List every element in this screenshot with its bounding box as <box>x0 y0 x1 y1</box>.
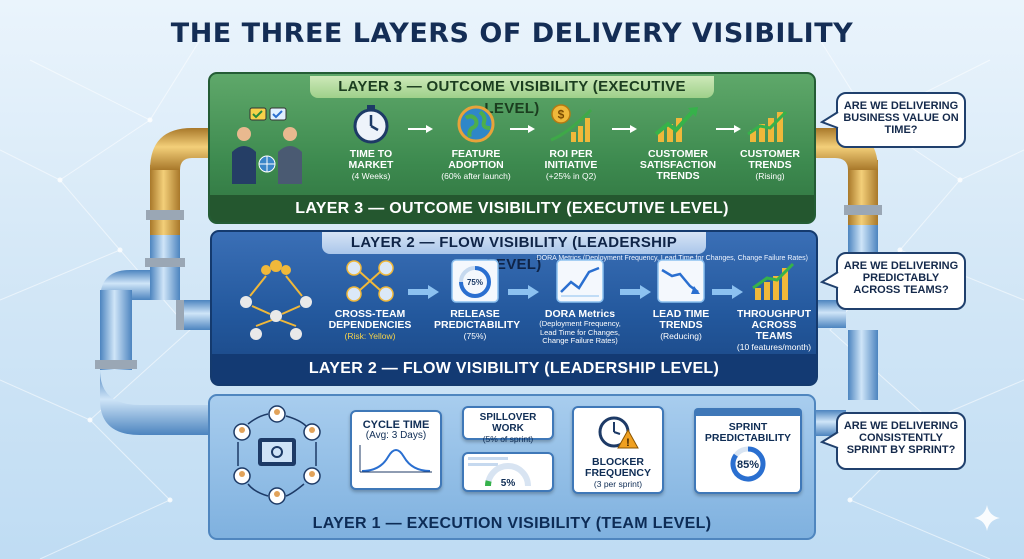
network-people-icon <box>346 260 394 302</box>
layer2-panel: LAYER 2 — FLOW VISIBILITY (LEADERSHIP LE… <box>210 230 818 386</box>
arrow-right-icon <box>510 125 535 133</box>
stopwatch-icon <box>353 105 389 144</box>
layer3-item-feature-adoption: FEATURE ADOPTION (60% after launch) <box>436 104 516 181</box>
bell-curve-icon <box>359 445 432 473</box>
blocker-frequency-card: ! BLOCKER FREQUENCY (3 per sprint) <box>572 406 664 494</box>
question-bubble-layer2: ARE WE DELIVERING PREDICTABLY ACROSS TEA… <box>836 252 966 310</box>
question-bubble-layer1: ARE WE DELIVERING CONSISTENTLY SPRINT BY… <box>836 412 966 470</box>
arrow-right-icon <box>712 285 743 299</box>
gauge-icon: 75% <box>451 259 499 303</box>
layer2-item-dora-metrics: DORA Metrics (Deployment Frequency, Lead… <box>530 258 630 346</box>
rising-chart-icon <box>654 107 698 142</box>
bubble-tail <box>820 111 839 129</box>
layer3-header-top: LAYER 3 — OUTCOME VISIBILITY (EXECUTIVE … <box>310 76 714 117</box>
question-bubble-layer3: ARE WE DELIVERING BUSINESS VALUE ON TIME… <box>836 92 966 148</box>
layer3-panel: LAYER 3 — OUTCOME VISIBILITY (EXECUTIVE … <box>208 72 816 224</box>
release-gauge-text: 75% <box>467 278 483 287</box>
layer3-item-customer-satisfaction: CUSTOMER SATISFACTION TRENDS <box>638 104 718 182</box>
dollar-growth-icon: $ <box>550 104 593 142</box>
layer2-item-release-predictability: 75% RELEASE PREDICTABILITY (75%) <box>434 258 520 341</box>
spillover-work-card: SPILLOVER WORK (5% of sprint) <box>462 406 554 444</box>
layer2-item-cross-team-dependencies: CROSS-TEAM DEPENDENCIES (Risk: Yellow) <box>324 258 416 341</box>
sprint-predictability-card: SPRINT PREDICTABILITY 85% <box>694 408 802 494</box>
svg-text:!: ! <box>626 437 630 449</box>
layer2-subtitle: DORA Metrics (Deployment Frequency, Lead… <box>536 255 808 262</box>
layer2-item-lead-time-trends: LEAD TIME TRENDS (Reducing) <box>642 258 720 341</box>
executives-meeting-icon <box>232 107 302 184</box>
bar-trend-icon <box>747 110 788 142</box>
arrow-right-icon <box>408 285 439 299</box>
layer2-item-throughput: THROUGHPUT ACROSS TEAMS (10 features/mon… <box>732 258 816 352</box>
layer1-panel: CYCLE TIME (Avg: 3 Days) SPILLOVER WORK … <box>208 394 816 540</box>
globe-icon <box>457 105 495 143</box>
layer3-item-customer-trends: CUSTOMER TRENDS (Rising) <box>740 104 800 181</box>
spillover-gauge-text: 5% <box>501 478 516 489</box>
layer3-header-bottom: LAYER 3 — OUTCOME VISIBILITY (EXECUTIVE … <box>210 195 814 222</box>
sparkle-icon <box>974 505 1000 531</box>
layer2-header-bottom: LAYER 2 — FLOW VISIBILITY (LEADERSHIP LE… <box>212 354 816 384</box>
clock-alert-icon: ! <box>598 416 639 449</box>
spillover-gauge-icon: 5% <box>468 457 531 489</box>
arrow-right-icon <box>620 285 651 299</box>
layer1-header-bottom: LAYER 1 — EXECUTION VISIBILITY (TEAM LEV… <box>312 515 712 532</box>
line-chart-icon <box>556 259 604 303</box>
svg-text:$: $ <box>558 108 565 122</box>
layer3-item-roi: $ ROI PER INITIATIVE (+25% in Q2) <box>536 104 606 181</box>
arrow-right-icon <box>408 125 433 133</box>
page-title: THE THREE LAYERS OF DELIVERY VISIBILITY <box>170 18 854 49</box>
layer3-item-time-to-market: TIME TO MARKET (4 Weeks) <box>338 104 404 181</box>
bar-chart-icon <box>752 262 795 300</box>
bubble-tail <box>820 271 839 289</box>
spillover-gauge-card: 5% <box>462 452 554 492</box>
falling-chart-icon <box>657 259 705 303</box>
bubble-tail <box>820 431 839 449</box>
cycle-time-card: CYCLE TIME (Avg: 3 Days) <box>350 410 442 490</box>
layer2-header-top: LAYER 2 — FLOW VISIBILITY (LEADERSHIP LE… <box>322 232 706 273</box>
sprint-gauge-text: 85% <box>737 459 759 471</box>
arrow-right-icon <box>508 285 539 299</box>
arrow-right-icon <box>716 125 741 133</box>
team-network-icon <box>240 260 312 340</box>
team-workflow-icon <box>233 405 321 505</box>
arrow-right-icon <box>612 125 637 133</box>
sprint-gauge-icon: 85% <box>730 446 766 482</box>
